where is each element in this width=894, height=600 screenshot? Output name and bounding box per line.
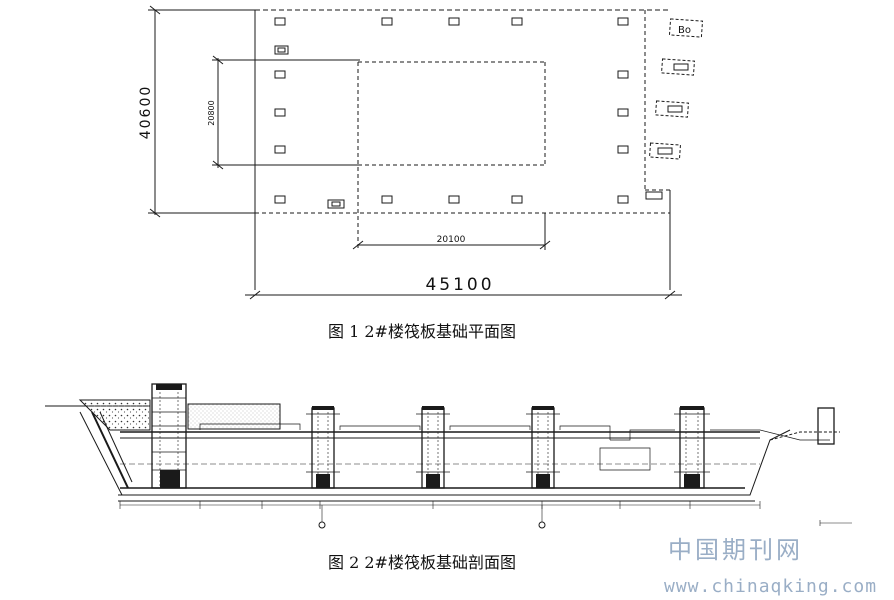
right-tags [649, 18, 704, 160]
column-heads [156, 384, 704, 488]
dim-label-total-height: 40600 [138, 85, 154, 140]
watermark-cn: 中国期刊网 [668, 536, 803, 564]
backfill-block [187, 403, 281, 430]
plan-tick-bottom [149, 208, 161, 218]
excavation-outline [79, 411, 791, 496]
dim-label-inner-width: 20100 [437, 235, 466, 245]
figure2-caption: 图 2 2#楼筏板基础剖面图 [328, 553, 516, 572]
pile-caps [274, 17, 663, 209]
soil-left [78, 399, 151, 431]
figure1-caption: 图 1 2#楼筏板基础平面图 [328, 322, 516, 341]
watermark-url: www.chinaqking.com [664, 576, 878, 597]
dim-label-inner-height: 20800 [207, 100, 216, 125]
plan-tick-top [149, 5, 161, 15]
pile-columns [151, 383, 835, 489]
axis-marker-1 [318, 521, 326, 529]
plan-drawing: 40600 20800 20100 45100 Bo [138, 5, 704, 300]
column-tag-label: Bo [678, 25, 691, 36]
plan-raft-outline [255, 10, 670, 250]
axis-marker-2 [538, 521, 546, 529]
dim-label-total-width: 45100 [425, 275, 494, 295]
